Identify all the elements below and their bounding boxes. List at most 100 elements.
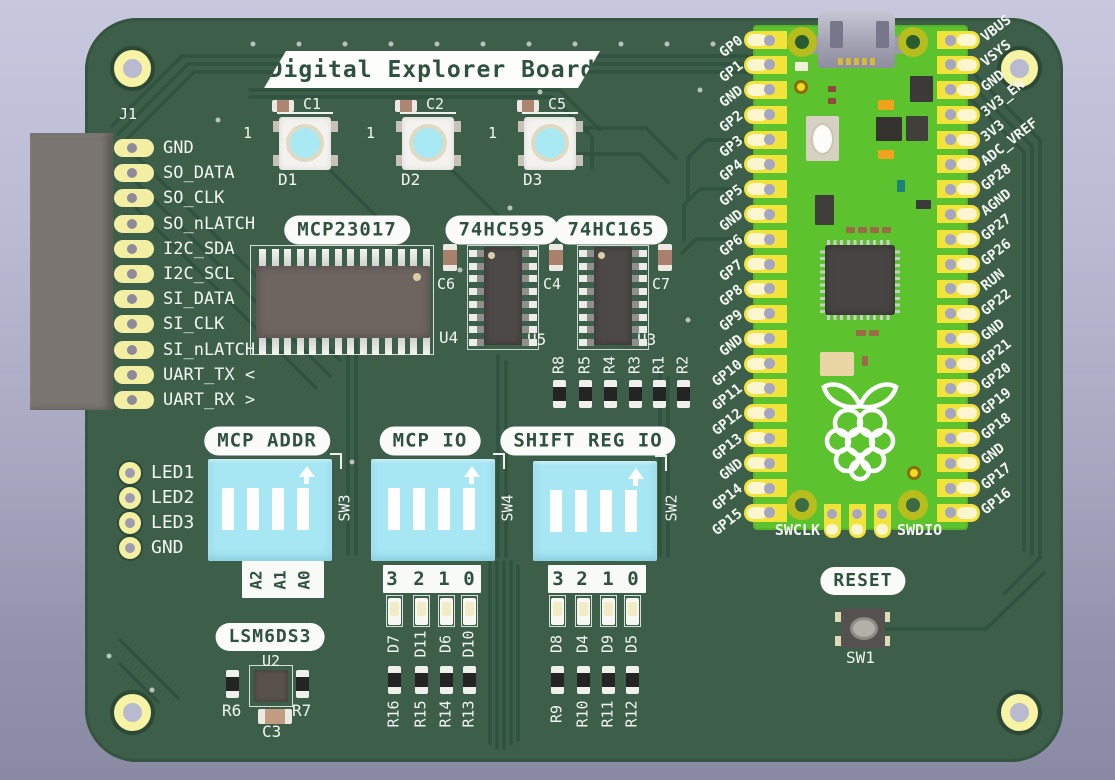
pico-pad-hole xyxy=(764,358,775,370)
button-silk-line xyxy=(522,112,578,114)
pico-pad-inner xyxy=(957,382,977,395)
cap-c2 xyxy=(395,100,417,112)
j1-pad-hole xyxy=(127,294,137,305)
ref-d10: D10 xyxy=(459,630,478,658)
button-leg xyxy=(453,155,461,166)
ic-pin xyxy=(334,249,342,267)
led-silk-outline xyxy=(574,595,592,627)
pico-pad-inner xyxy=(957,332,977,345)
pico-hole xyxy=(898,27,928,57)
mounting-hole xyxy=(114,50,151,87)
dip-arrow-icon xyxy=(628,468,644,479)
ic-pin xyxy=(579,262,594,270)
pico-pad-hole xyxy=(945,482,956,494)
dip-slider-sw2-0 xyxy=(550,490,562,532)
pico-pad-hole xyxy=(764,407,775,419)
pico-component xyxy=(828,98,836,104)
ref-r5: R5 xyxy=(575,355,594,375)
ref-sw2: SW2 xyxy=(662,494,681,522)
cap-c1 xyxy=(272,100,294,112)
pico-pad-inner xyxy=(957,158,977,171)
pico-pad-hole xyxy=(945,382,956,394)
ic-pin xyxy=(522,250,537,257)
ref-r6: R6 xyxy=(222,701,242,720)
pin1-marker: 1 xyxy=(243,124,253,142)
button-cap-d1 xyxy=(286,124,324,162)
ic-pin xyxy=(422,337,430,355)
u2-silk-outline xyxy=(249,665,293,707)
ref-r13: R13 xyxy=(459,700,478,728)
j1-pin-label: SI_nLATCH xyxy=(163,339,256,360)
pico-pad-hole xyxy=(764,432,775,444)
pico-hole xyxy=(787,27,817,57)
led-silk-outline xyxy=(599,595,617,627)
ic-pin xyxy=(271,337,279,355)
pico-component xyxy=(870,227,879,233)
led-silk-outline xyxy=(412,595,430,627)
ic-pin xyxy=(309,249,317,267)
ref-r12: R12 xyxy=(622,700,641,728)
ref-d3: D3 xyxy=(523,170,543,189)
ref-r8: R8 xyxy=(549,355,568,375)
led-silk-outline xyxy=(437,595,455,627)
led-window xyxy=(464,602,474,616)
pico-pad-inner xyxy=(957,407,977,420)
pico-component xyxy=(910,76,933,102)
label-sw2: SHIFT REG IO xyxy=(500,426,676,456)
pico-pad-inner xyxy=(957,83,977,96)
j1-connector-body xyxy=(30,133,113,410)
pico-pad-inner xyxy=(876,524,888,535)
ic-pin xyxy=(322,337,329,355)
usb-slot xyxy=(876,21,889,48)
ic-pin xyxy=(397,249,405,267)
dip-slider-sw4-0 xyxy=(388,488,400,530)
pico-pad-inner xyxy=(957,208,977,221)
pico-pad-inner xyxy=(747,357,767,370)
ic-pin xyxy=(359,337,367,355)
cap-c4 xyxy=(549,244,563,271)
pico-pad-inner xyxy=(957,133,977,146)
res-r11 xyxy=(601,666,615,694)
pico-pad-inner xyxy=(957,282,977,295)
res-r12 xyxy=(625,666,639,694)
ic-pin xyxy=(469,326,484,334)
label-74hc165: 74HC165 xyxy=(554,215,668,245)
j1-pin-label: GND xyxy=(163,138,194,158)
res-r1 xyxy=(653,380,666,408)
ref-c5: C5 xyxy=(548,95,567,113)
ic-pin xyxy=(359,249,367,267)
pico-hole xyxy=(787,490,817,520)
ref-r16: R16 xyxy=(384,700,403,728)
led-header-label: LED1 xyxy=(151,462,195,483)
label-74hc595: 74HC595 xyxy=(445,215,559,245)
pico-pad-inner xyxy=(747,258,767,270)
led-window xyxy=(441,602,451,616)
j1-pad-hole xyxy=(127,243,137,254)
res-r15 xyxy=(414,666,428,694)
led-window xyxy=(552,602,562,616)
ic-pin xyxy=(271,249,279,267)
led-header-pad-led1 xyxy=(119,462,141,484)
mounting-hole xyxy=(1001,694,1038,731)
pico-pad-inner xyxy=(747,282,767,295)
ic-pin xyxy=(284,249,292,267)
pico-component xyxy=(846,227,855,233)
pin1-marker: 1 xyxy=(488,124,498,142)
led-window xyxy=(389,602,399,616)
pico-pad-inner xyxy=(957,307,977,320)
ref-c1: C1 xyxy=(303,95,322,113)
ic-pin xyxy=(385,337,392,355)
pico-component xyxy=(828,86,836,92)
dip-value-box xyxy=(383,565,481,593)
button-silk-line xyxy=(277,112,333,114)
ref-d2: D2 xyxy=(401,170,421,189)
ref-c6: C6 xyxy=(437,275,456,293)
dip-slider-sw4-2 xyxy=(438,488,450,530)
ic-pin xyxy=(522,326,537,334)
pico-pad-inner xyxy=(747,34,767,46)
ref-d11: D11 xyxy=(411,630,430,658)
pico-via xyxy=(907,466,921,480)
j1-pad-hole xyxy=(127,143,137,153)
ic-pin xyxy=(632,326,647,334)
